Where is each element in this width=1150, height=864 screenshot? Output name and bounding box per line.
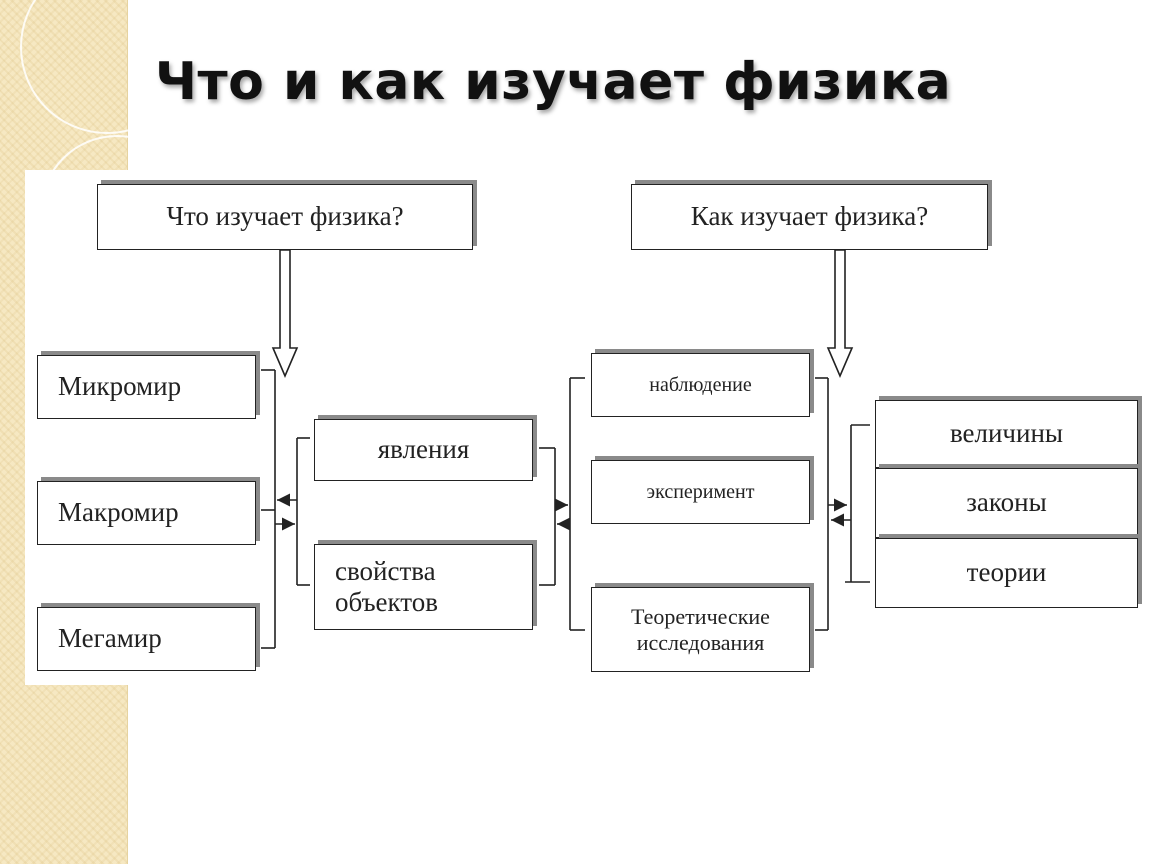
subjects-right-bracket	[539, 447, 556, 586]
method-box-experiment: эксперимент	[591, 460, 810, 524]
result-box-theories: теории	[875, 538, 1138, 608]
diagram-panel: Что изучает физика? Как изучает физика? …	[25, 170, 1150, 685]
subjects-bracket	[296, 437, 310, 586]
connector-lines	[261, 249, 870, 649]
how-down-arrow	[826, 249, 854, 379]
subject-box-properties: свойства объектов	[314, 544, 533, 630]
subject-box-phenomena: явления	[314, 419, 533, 481]
results-bracket	[845, 424, 870, 583]
what-down-arrow	[271, 249, 299, 379]
methods-bracket	[569, 377, 585, 631]
world-box-macro: Макромир	[37, 481, 256, 545]
methods-right-bracket	[815, 377, 829, 631]
worlds-bracket	[261, 369, 276, 649]
result-box-laws: законы	[875, 468, 1138, 538]
world-box-micro: Микромир	[37, 355, 256, 419]
world-box-mega: Мегамир	[37, 607, 256, 671]
method-box-theoretical: Теоретические исследования	[591, 587, 810, 672]
how-studies-header: Как изучает физика?	[631, 184, 988, 250]
method-box-observation: наблюдение	[591, 353, 810, 417]
what-studies-header: Что изучает физика?	[97, 184, 473, 250]
slide-title: Что и как изучает физика	[155, 52, 952, 112]
result-box-quantities: величины	[875, 400, 1138, 468]
